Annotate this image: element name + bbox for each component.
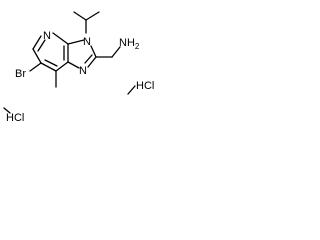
chemical-structure-canvas: N N N Br NH2 HCl HCl xyxy=(0,0,162,127)
bond-cbr-cme-double xyxy=(44,59,58,67)
atom-imidazole-n3: N xyxy=(83,36,91,48)
atom-imidazole-n1: N xyxy=(79,65,87,77)
hcl-left: HCl xyxy=(6,112,24,124)
bond-ch-me1 xyxy=(73,11,87,21)
bond-c2-n1 xyxy=(87,56,97,68)
bond-n3-c2 xyxy=(90,45,97,58)
atom-bromine: Br xyxy=(15,68,26,80)
hcl-right-dash xyxy=(127,85,136,95)
bond-c3a-n3 xyxy=(67,39,85,45)
bond-ch2-nh2 xyxy=(111,46,121,58)
bond-n1-c7a xyxy=(67,61,80,69)
atom-amine: NH2 xyxy=(119,37,140,51)
bond-ch-me2 xyxy=(85,11,100,21)
bond-c3a-npyr xyxy=(52,32,69,45)
amine-subscript: 2 xyxy=(135,42,140,51)
bond-cbr-br xyxy=(29,62,42,72)
bond-cme-c7a xyxy=(55,61,69,72)
bond-cbr-cme xyxy=(40,62,57,72)
bond-npyr-c-topleft-double xyxy=(37,39,46,52)
bond-c-topleft-cbr xyxy=(32,48,42,64)
bond-c2-n1-double xyxy=(84,54,93,64)
atom-pyridine-n: N xyxy=(43,30,51,42)
bond-npyr-c-topleft xyxy=(32,35,42,50)
amine-nh: NH xyxy=(119,37,135,49)
structure-svg: N N N Br NH2 HCl HCl xyxy=(3,11,154,124)
hcl-left-dash xyxy=(3,107,11,114)
hcl-right: HCl xyxy=(136,80,154,92)
